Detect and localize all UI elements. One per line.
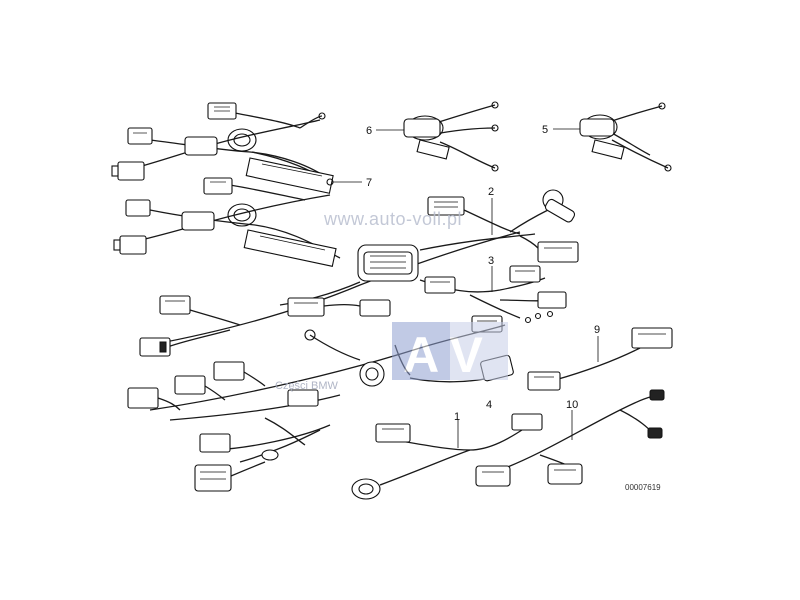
harness-9 — [527, 327, 673, 391]
connector-left-a — [159, 295, 191, 315]
callout-5: 5 — [542, 124, 548, 136]
harness-group-6 — [403, 101, 499, 172]
watermark-caption: Części BMW — [275, 380, 339, 392]
round-plug-a — [359, 361, 385, 387]
harness-10 — [475, 389, 665, 487]
connector-3b — [509, 265, 541, 283]
watermark-url: www.auto-voll.pl — [323, 209, 462, 229]
callout-1: 1 — [454, 411, 460, 423]
connector-7a — [207, 102, 237, 120]
connector-ll-a — [127, 387, 159, 409]
connector-ll-b — [174, 375, 206, 395]
callout-6: 6 — [366, 125, 372, 137]
grommet-7a — [184, 128, 257, 156]
connector-1b — [511, 413, 543, 431]
callout-3: 3 — [488, 255, 494, 267]
connector-ll-g — [194, 464, 232, 492]
relay-strip-7a — [245, 157, 334, 194]
main-multipin-connector — [357, 244, 419, 282]
connector-7c — [111, 161, 145, 181]
connector-1a — [375, 423, 411, 443]
connector-9b — [631, 327, 673, 349]
connector-7d — [203, 177, 233, 195]
connector-10a — [475, 465, 511, 487]
connector-3a — [424, 276, 456, 294]
round-plug-1 — [351, 478, 381, 500]
connector-ll-e — [287, 389, 319, 407]
catalog-number: 00007619 — [625, 483, 661, 492]
connector-ll-f — [199, 433, 231, 453]
connector-left-d — [359, 299, 391, 317]
connector-10c — [649, 389, 665, 401]
watermark-logo: AV — [392, 322, 508, 383]
connector-7f — [113, 235, 147, 255]
harness-1 — [351, 413, 543, 500]
watermark-logo-letters: AV — [403, 327, 497, 383]
harness-group-5 — [579, 102, 672, 172]
connector-9a — [527, 371, 561, 391]
callout-4: 4 — [486, 399, 492, 411]
connector-7e — [125, 199, 151, 217]
connector-ll-c — [213, 361, 245, 381]
connector-left-c — [287, 297, 325, 317]
connector-3c — [537, 291, 567, 309]
harness-group-7 — [111, 102, 341, 267]
connector-10b — [547, 463, 583, 485]
callout-2: 2 — [488, 186, 494, 198]
connector-2b — [537, 241, 579, 263]
relay-strip-7b — [243, 229, 337, 267]
callout-10: 10 — [566, 399, 578, 411]
callout-7: 7 — [366, 177, 372, 189]
callout-9: 9 — [594, 324, 600, 336]
sensor-2 — [542, 189, 576, 223]
grommet-7b — [181, 203, 257, 231]
connector-left-b — [139, 337, 171, 357]
connector-2a — [427, 196, 465, 216]
connector-7b — [127, 127, 153, 145]
connector-10d — [647, 427, 663, 439]
